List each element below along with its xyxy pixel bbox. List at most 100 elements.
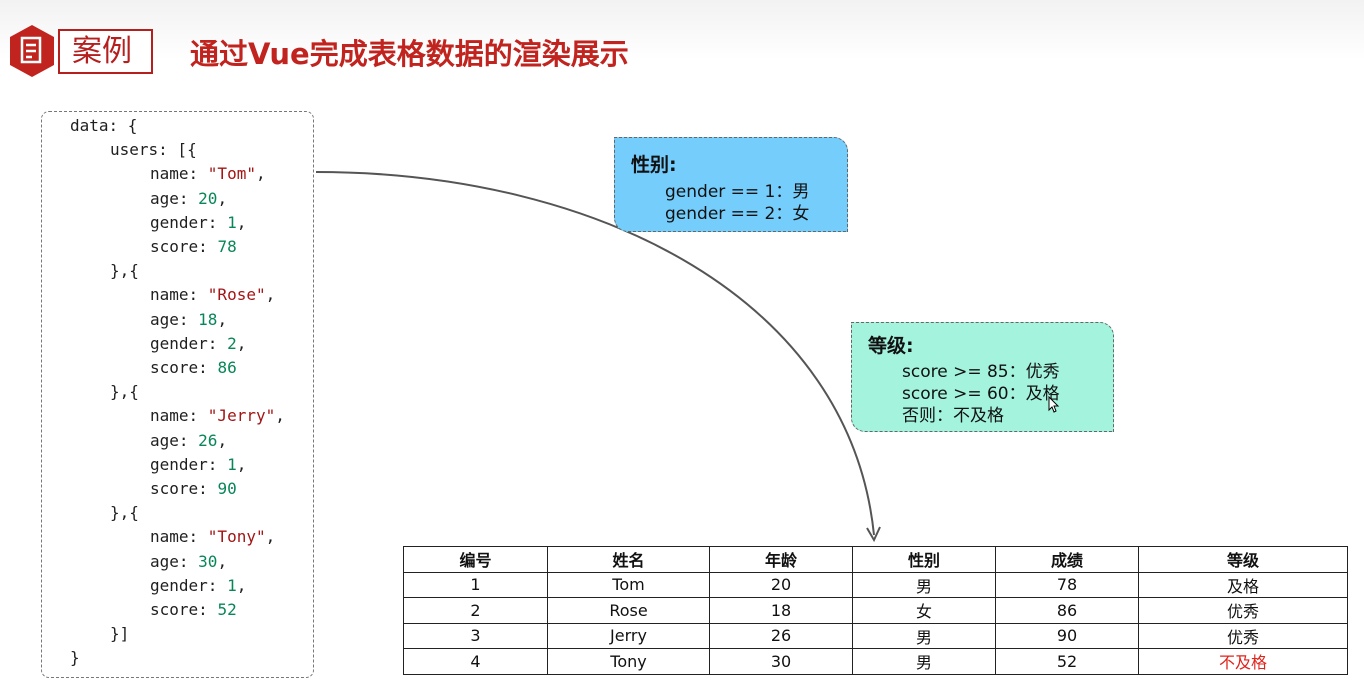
code-token: name: <box>150 527 208 547</box>
grade-note-title: 等级: <box>868 335 914 357</box>
cell-score: 78 <box>995 571 1139 598</box>
cell-gender: 男 <box>852 648 996 675</box>
code-token: name: <box>150 164 208 184</box>
code-token: , <box>217 188 228 208</box>
code-line: },{ <box>110 501 139 525</box>
score-table: 编号 姓名 年龄 性别 成绩 等级 1 Tom 20 男 78 及格 2 Ros… <box>403 546 1348 675</box>
code-line: } <box>70 646 80 670</box>
code-token: score: <box>150 237 218 256</box>
code-token: gender: <box>150 575 228 595</box>
code-token: gender: <box>150 212 228 232</box>
gender-note: 性别: gender == 1：男 gender == 2：女 <box>614 137 848 232</box>
code-line: },{ <box>110 380 139 404</box>
cell-grade: 不及格 <box>1138 648 1348 675</box>
cell-grade: 优秀 <box>1138 597 1348 624</box>
cell-age: 20 <box>709 571 853 598</box>
code-token: , <box>217 430 228 450</box>
cell-gender: 男 <box>852 622 996 649</box>
code-token: age: <box>150 188 199 208</box>
code-line: score: 90 <box>150 477 237 501</box>
code-token: 1 <box>227 454 237 474</box>
code-token: , <box>236 333 247 353</box>
cell-name: Tom <box>547 571 710 598</box>
header-score: 成绩 <box>995 546 1139 573</box>
code-line: },{ <box>110 259 139 283</box>
code-token: }] <box>110 624 130 644</box>
code-token: 18 <box>198 309 218 329</box>
code-token: name: <box>150 285 208 305</box>
cell-id: 4 <box>403 648 548 675</box>
code-token: , <box>217 551 228 571</box>
code-line: users: [{ <box>110 138 197 162</box>
code-token: , <box>236 575 247 595</box>
grade-note-line: score >= 85：优秀 <box>902 362 1060 382</box>
cell-id: 3 <box>403 622 548 649</box>
code-token: "Tony" <box>207 527 266 547</box>
cell-grade: 优秀 <box>1138 622 1348 649</box>
code-token: , <box>275 406 285 426</box>
header-name: 姓名 <box>547 546 710 573</box>
table-row: 4 Tony 30 男 52 不及格 <box>403 648 1348 675</box>
code-token: score: <box>150 600 218 619</box>
code-line: data: { <box>70 114 137 138</box>
code-token: "Jerry" <box>207 406 276 426</box>
code-token: , <box>236 454 247 474</box>
code-line: age: 26, <box>150 429 227 453</box>
table-row: 3 Jerry 26 男 90 优秀 <box>403 622 1348 649</box>
code-line: age: 20, <box>150 187 227 211</box>
gender-note-line: gender == 1：男 <box>665 182 810 202</box>
code-token: "Rose" <box>207 285 266 305</box>
code-line: name: "Jerry", <box>150 404 285 428</box>
code-token: age: <box>150 309 199 329</box>
code-token: 86 <box>217 358 237 377</box>
code-token: 52 <box>217 600 237 619</box>
code-line: score: 86 <box>150 356 237 380</box>
table-row: 2 Rose 18 女 86 优秀 <box>403 597 1348 624</box>
code-token: } <box>70 648 80 668</box>
code-token: score: <box>150 479 218 498</box>
code-token: gender: <box>150 333 228 353</box>
grade-note: 等级: score >= 85：优秀 score >= 60：及格 否则：不及格 <box>851 322 1114 432</box>
code-token: gender: <box>150 454 228 474</box>
cell-name: Rose <box>547 597 710 624</box>
code-token: , <box>265 285 276 305</box>
mouse-cursor-icon <box>1048 396 1060 413</box>
code-token: },{ <box>110 503 139 523</box>
code-token: age: <box>150 551 199 571</box>
code-token: age: <box>150 430 199 450</box>
cell-score: 52 <box>995 648 1139 675</box>
code-token: },{ <box>110 382 139 402</box>
code-token: "Tom" <box>207 164 256 184</box>
code-token: , <box>255 164 266 184</box>
case-label: 案例 <box>58 29 153 74</box>
code-token: users: [{ <box>110 140 197 160</box>
cell-grade: 及格 <box>1138 571 1348 598</box>
grade-note-line: score >= 60：及格 <box>902 384 1060 404</box>
code-block <box>41 111 314 678</box>
document-icon <box>10 25 54 77</box>
code-token: 78 <box>217 237 237 256</box>
code-token: name: <box>150 406 208 426</box>
cell-id: 1 <box>403 571 548 598</box>
code-line: score: 78 <box>150 235 237 259</box>
code-token: },{ <box>110 261 139 281</box>
header-id: 编号 <box>403 546 548 573</box>
page-title: 通过Vue完成表格数据的渲染展示 <box>190 37 629 71</box>
header-grade: 等级 <box>1138 546 1348 573</box>
grade-note-line: 否则：不及格 <box>902 406 1004 426</box>
code-line: }] <box>110 622 129 646</box>
code-line: gender: 1, <box>150 574 246 598</box>
cell-age: 26 <box>709 622 853 649</box>
code-line: name: "Rose", <box>150 283 275 307</box>
cell-name: Tony <box>547 648 710 675</box>
cell-score: 86 <box>995 597 1139 624</box>
code-line: gender: 1, <box>150 453 246 477</box>
code-token: 20 <box>198 188 218 208</box>
gender-note-line: gender == 2：女 <box>665 204 810 224</box>
code-line: gender: 1, <box>150 211 246 235</box>
code-token: data: { <box>70 116 138 135</box>
code-line: score: 52 <box>150 598 237 622</box>
code-line: name: "Tom", <box>150 162 266 186</box>
cell-id: 2 <box>403 597 548 624</box>
